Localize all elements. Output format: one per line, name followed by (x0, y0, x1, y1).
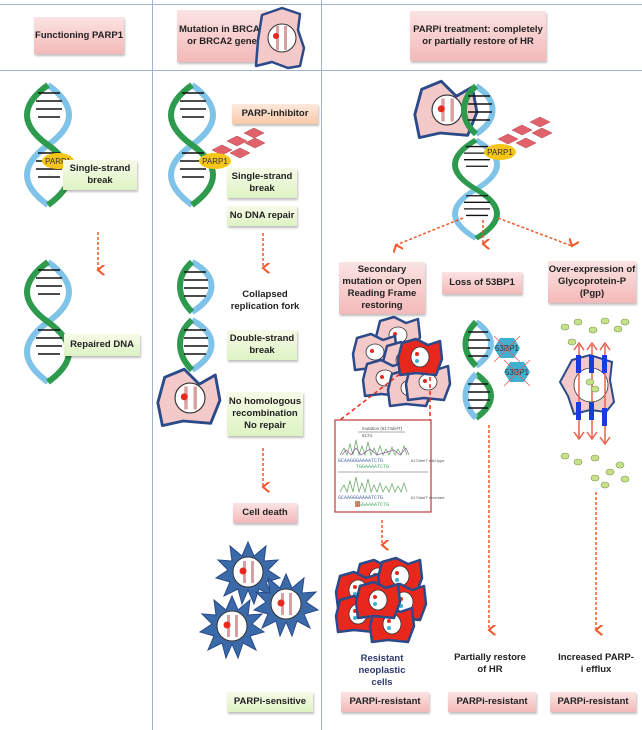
partially-restore-hr-label: Partially restore of HR (454, 652, 526, 675)
svg-text:TGGAAAATCTG: TGGAAAATCTG (356, 464, 389, 470)
header-functioning-parp1: Functioning PARP1 (34, 17, 124, 54)
cell-death-label: Cell death (233, 503, 297, 523)
parpi-resistant-outcome: PARPi-resistant (550, 692, 636, 712)
header-top-line (0, 4, 642, 5)
collapsed-replication-fork-label: Collapsed replication fork (230, 289, 300, 312)
zoom-lines (339, 369, 431, 421)
parp-inhibitor-molecules-icon (497, 116, 553, 149)
single-strand-break-label: Single-strand break (63, 160, 137, 190)
resistant-cells-icon (334, 556, 428, 644)
svg-text:6174delT revertant: 6174delT revertant (411, 495, 445, 500)
header-bottom-line (0, 70, 642, 71)
53bp1-protein-crossed-icon: 53BP1 (503, 359, 531, 387)
no-homologous-recombination-label: No homologous recombination No repair (227, 392, 303, 436)
collapsed-fork-icon (177, 259, 215, 373)
brca-mutated-cell-icon (158, 369, 220, 425)
secondary-mutation-label: Secondary mutation or Open Reading Frame… (339, 262, 425, 314)
parpi-sensitive-outcome: PARPi-sensitive (227, 692, 313, 712)
loss-of-53bp1-label: Loss of 53BP1 (442, 272, 522, 294)
parp1-icon: PARP1 (484, 144, 516, 160)
tumor-cell-cluster-icon (351, 315, 452, 408)
dna-helix-icon (171, 85, 213, 205)
svg-text:PARP1: PARP1 (487, 148, 513, 157)
dead-cells-icon (199, 541, 319, 659)
single-strand-break-label: Single-strand break (227, 168, 297, 198)
svg-text:GCAAGGGAAAATCTG: GCAAGGGAAAATCTG (338, 458, 383, 464)
parpi-resistant-outcome: PARPi-resistant (341, 692, 429, 712)
header-brca-mutation: Mutation in BRCA1 or BRCA2 gene (177, 10, 267, 62)
53bp1-protein-crossed-icon: 53BP1 (493, 335, 521, 363)
header-parpi-treatment: PARPi treatment: completely or partially… (410, 11, 546, 61)
arrow-branch-right-icon (497, 217, 572, 246)
increased-efflux-label: Increased PARP-i efflux (558, 652, 634, 675)
parp1-icon: PARP1 (199, 153, 231, 169)
svg-text:PARP1: PARP1 (202, 157, 228, 166)
column-divider-2 (321, 0, 322, 730)
svg-text:GCAAGGGAAAATCTG: GCAAGGGAAAATCTG (338, 495, 383, 501)
svg-text:mutation (6174delT): mutation (6174delT) (362, 426, 403, 431)
svg-text:TGGAAAATCTG: TGGAAAATCTG (356, 502, 389, 508)
arrow-branch-left-icon (396, 217, 464, 245)
pgp-efflux-cell-icon (558, 341, 616, 446)
parp-inhibitor-label: PARP-inhibitor (232, 104, 318, 124)
parpi-resistant-outcome: PARPi-resistant (448, 692, 536, 712)
repaired-dna-icon (27, 262, 69, 382)
dna-helix-icon (462, 319, 494, 421)
dna-helix-icon (455, 83, 497, 238)
repaired-dna-label: Repaired DNA (64, 334, 140, 356)
no-dna-repair-label: No DNA repair (227, 206, 297, 226)
column-divider-1 (152, 0, 153, 730)
chromatogram-panel: mutation (6174delT) 6174 GCAAGGGAAAATCTG… (334, 419, 445, 513)
pgp-overexpression-label: Over-expression of Glycoprotein-P (Pgp) (548, 261, 636, 303)
resistant-neoplastic-cells-label: Resistant neoplastic cells (358, 653, 406, 688)
svg-text:6174: 6174 (362, 433, 373, 438)
svg-text:PARP1: PARP1 (45, 157, 71, 166)
svg-text:6174delT wild-type: 6174delT wild-type (411, 458, 445, 463)
double-strand-break-label: Double-strand break (227, 330, 297, 360)
